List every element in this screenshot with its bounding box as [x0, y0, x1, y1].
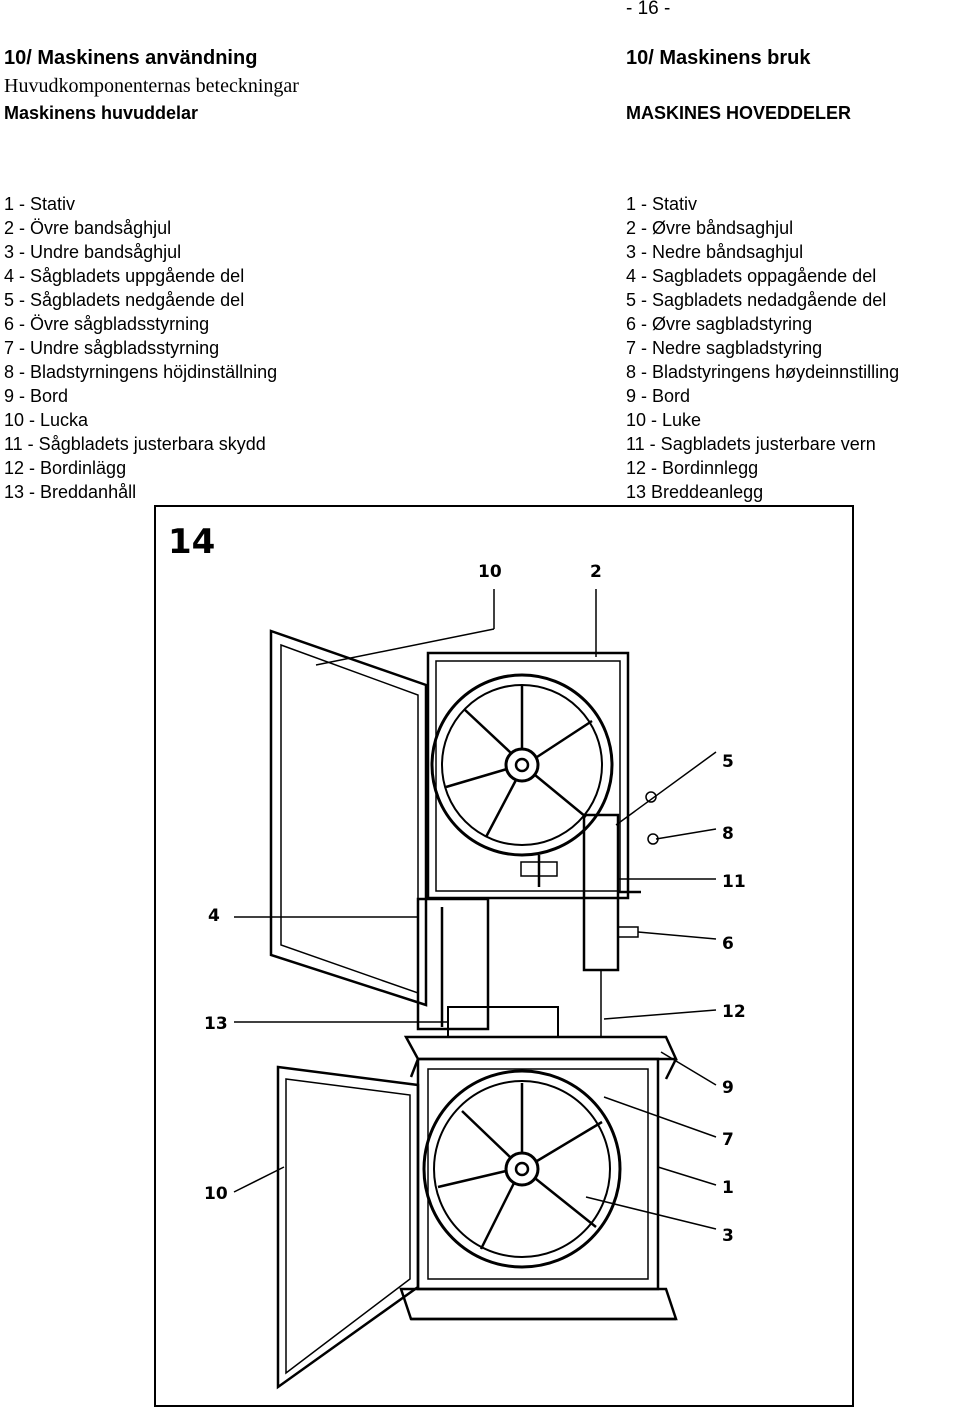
- swedish-parts-list: 1 - Stativ 2 - Övre bandsåghjul 3 - Undre …: [4, 192, 277, 504]
- upper-wheel: [430, 673, 614, 857]
- part-list-item: 11 - Sagbladets justerbare vern: [626, 434, 876, 454]
- part-list-item: 5 - Sågbladets nedgående del: [4, 290, 245, 310]
- part-list-item: 10 - Lucka: [4, 410, 89, 430]
- swedish-subheading: Huvudkomponenternas beteckningar: [4, 75, 299, 97]
- callout-label: 9: [722, 1078, 734, 1098]
- callout-label: 12: [722, 1002, 746, 1022]
- part-list-item: 9 - Bord: [626, 386, 691, 406]
- callout-label: 6: [722, 934, 734, 954]
- upper-door: [269, 629, 428, 1007]
- norwegian-column: 10/ Maskinens bruk MASKINES HOVEDDELER 1…: [626, 44, 960, 502]
- part-list-item: 4 - Sagbladets oppagående del: [626, 266, 877, 286]
- part-list-item: 4 - Sågbladets uppgående del: [4, 266, 245, 286]
- callout-label: 4: [208, 906, 220, 926]
- part-list-item: 5 - Sagbladets nedadgående del: [626, 290, 887, 310]
- part-list-item: 2 - Øvre båndsaghjul: [626, 218, 794, 238]
- callout-label: 8: [722, 824, 734, 844]
- bandsaw-drawing: 14 10 2 5 8 11 4 6 12 13 9 7 1 3 10: [168, 522, 746, 1390]
- stand-column: [416, 897, 490, 1031]
- lower-wheel: [422, 1069, 622, 1269]
- callout-label: 10: [478, 562, 502, 582]
- part-list-item: 6 - Øvre sagbladstyring: [626, 314, 813, 334]
- part-list-item: 13 Breddeanlegg: [626, 482, 764, 502]
- part-list-item: 7 - Nedre sagbladstyring: [626, 338, 823, 358]
- part-list-item: 8 - Bladstyrningens höjdinställning: [4, 362, 278, 382]
- page-number: - 16 -: [626, 0, 671, 19]
- fence: [447, 1006, 559, 1038]
- part-list-item: 10 - Luke: [626, 410, 702, 430]
- norwegian-spacer: [626, 72, 960, 100]
- part-list-item: 1 - Stativ: [626, 194, 698, 214]
- part-list-item: 8 - Bladstyringens høydeinnstilling: [626, 362, 900, 382]
- norwegian-heading: 10/ Maskinens bruk: [626, 47, 811, 69]
- norwegian-parts-list: 1 - Stativ 2 - Øvre båndsaghjul 3 - Nedre …: [626, 192, 899, 504]
- part-list-item: 9 - Bord: [4, 386, 69, 406]
- upper-housing: [426, 651, 630, 900]
- callout-label: 13: [204, 1014, 228, 1034]
- table: [403, 1035, 678, 1061]
- part-list-item: 1 - Stativ: [4, 194, 76, 214]
- callout-label: 11: [722, 872, 746, 892]
- part-list-item: 12 - Bordinnlegg: [626, 458, 759, 478]
- bandsaw-figure: 14 10 2 5 8 11 4 6 12 13 9 7 1 3 10: [154, 505, 854, 1407]
- swedish-column: 10/ Maskinens användning Huvudkomponente…: [4, 44, 474, 502]
- lower-door: [276, 1065, 420, 1390]
- part-list-item: 6 - Övre sågbladsstyrning: [4, 314, 210, 334]
- part-list-item: 11 - Sågbladets justerbara skydd: [4, 434, 266, 454]
- callout-label: 1: [722, 1178, 734, 1198]
- base: [399, 1287, 678, 1321]
- callout-label: 5: [722, 752, 734, 772]
- part-list-item: 7 - Undre sågbladsstyrning: [4, 338, 220, 358]
- part-list-item: 2 - Övre bandsåghjul: [4, 218, 172, 238]
- callout-label: 2: [590, 562, 602, 582]
- part-list-item: 3 - Undre bandsåghjul: [4, 242, 182, 262]
- swedish-section-title: Maskinens huvuddelar: [4, 103, 199, 123]
- callout-label: 10: [204, 1184, 228, 1204]
- figure-number: 14: [168, 522, 215, 562]
- callout-label: 3: [722, 1226, 734, 1246]
- norwegian-section-title: MASKINES HOVEDDELER: [626, 103, 852, 123]
- swedish-heading: 10/ Maskinens användning: [4, 47, 258, 69]
- part-list-item: 3 - Nedre båndsaghjul: [626, 242, 804, 262]
- blade-guard: [582, 813, 620, 972]
- callout-label: 7: [722, 1130, 734, 1150]
- part-list-item: 13 - Breddanhåll: [4, 482, 137, 502]
- part-list-item: 12 - Bordinlägg: [4, 458, 127, 478]
